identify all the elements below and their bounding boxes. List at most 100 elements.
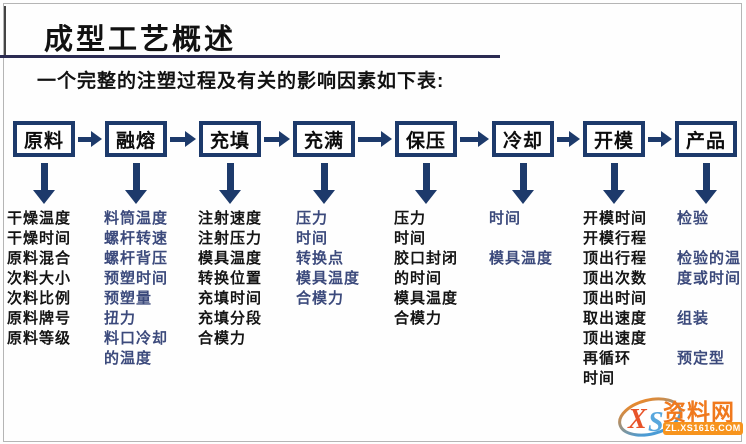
- factor-item: 胶口封闭: [394, 250, 459, 267]
- factor-item: 干燥温度: [7, 210, 72, 227]
- watermark-site-name: 资料网: [663, 399, 735, 425]
- factor-item: 料筒温度: [104, 210, 169, 227]
- factor-item: 检验: [677, 210, 710, 227]
- watermark-site-url: ZL.XS1616.COM: [663, 422, 743, 435]
- title-underline: [0, 55, 500, 58]
- factor-list: 时间模具温度: [489, 209, 553, 269]
- watermark: X S 资料网 ZL.XS1616.COM: [616, 388, 744, 442]
- factor-item: 的温度: [104, 350, 153, 367]
- factor-item: 次料大小: [7, 270, 72, 287]
- factor-item: 转换位置: [198, 270, 263, 287]
- factor-item: 取出速度: [583, 310, 648, 327]
- factor-item: 次料比例: [7, 290, 72, 307]
- page-title: 成型工艺概述: [44, 24, 237, 56]
- process-step-label: 充填: [209, 130, 250, 152]
- factor-item: 注射压力: [198, 230, 263, 247]
- factor-item: 原料混合: [7, 250, 72, 267]
- process-step-label: 融熔: [115, 130, 156, 152]
- factor-list: 压力时间转换点模具温度合模力: [296, 209, 360, 309]
- arrow-down-icon: [125, 163, 147, 204]
- factor-item: 原料牌号: [7, 310, 72, 327]
- factor-item: 预塑量: [104, 290, 153, 307]
- factor-list: 开模时间开模行程顶出行程顶出次数顶出时间取出速度顶出速度再循环时间: [583, 209, 647, 389]
- arrow-down-icon: [695, 163, 717, 204]
- factor-item: 转换点: [296, 250, 345, 267]
- arrow-right-icon: [264, 131, 290, 147]
- arrow-right-icon: [460, 131, 489, 147]
- process-step-label: 冷却: [502, 130, 543, 152]
- factor-item: 合模力: [394, 310, 443, 327]
- factor-item: 时间: [489, 210, 522, 227]
- factor-item: 模具温度: [198, 250, 263, 267]
- factor-item: 模具温度: [394, 290, 459, 307]
- factor-item: 开模行程: [583, 230, 648, 247]
- factor-item: 充填分段: [198, 310, 263, 327]
- title-accent-bar: [4, 6, 6, 56]
- factor-item: 的时间: [394, 270, 443, 287]
- factor-item: 检验的温: [677, 250, 742, 267]
- factor-list: 干燥温度干燥时间原料混合次料大小次料比例原料牌号原料等级: [7, 209, 71, 349]
- factor-item: 组装: [677, 310, 710, 327]
- arrow-down-icon: [603, 163, 625, 204]
- process-step-label: 原料: [23, 130, 64, 152]
- factor-list: 注射速度注射压力模具温度转换位置充填时间充填分段合模力: [198, 209, 262, 349]
- factor-item: 顶出速度: [583, 330, 648, 347]
- factor-item: 干燥时间: [7, 230, 72, 247]
- factor-item: 原料等级: [7, 330, 72, 347]
- factor-item: 预塑时间: [104, 270, 169, 287]
- factor-item: [677, 229, 741, 249]
- factor-item: [677, 329, 741, 349]
- watermark-logo-x: X: [627, 404, 648, 435]
- factor-item: 合模力: [198, 330, 247, 347]
- factor-item: [489, 229, 553, 249]
- factor-item: 顶出行程: [583, 250, 648, 267]
- factor-item: 再循环: [583, 350, 632, 367]
- process-step-label: 保压: [405, 130, 446, 152]
- factor-list: 压力时间胶口封闭的时间模具温度合模力: [394, 209, 458, 329]
- watermark-logo-s: S: [648, 407, 664, 438]
- process-step-box: 冷却: [492, 121, 554, 157]
- factor-item: 时间: [296, 230, 329, 247]
- factor-item: 压力: [296, 210, 329, 227]
- process-step-box: 产品: [675, 121, 737, 157]
- factor-item: 模具温度: [489, 250, 554, 267]
- arrow-right-icon: [170, 131, 196, 147]
- process-step-label: 充满: [303, 130, 344, 152]
- arrow-down-icon: [219, 163, 241, 204]
- factor-item: 顶出时间: [583, 290, 648, 307]
- subtitle: 一个完整的注塑过程及有关的影响因素如下表:: [37, 71, 445, 92]
- factor-item: 开模时间: [583, 210, 648, 227]
- factor-item: 压力: [394, 210, 427, 227]
- arrow-right-icon: [358, 131, 392, 147]
- factor-item: 注射速度: [198, 210, 263, 227]
- factor-list: 检验检验的温度或时间组装预定型: [677, 209, 741, 369]
- process-step-box: 原料: [13, 121, 75, 157]
- factor-item: 扭力: [104, 310, 137, 327]
- factor-item: 时间: [394, 230, 427, 247]
- process-step-box: 开模: [583, 121, 645, 157]
- process-step-label: 开模: [593, 130, 634, 152]
- factor-item: 充填时间: [198, 290, 263, 307]
- factor-item: 度或时间: [677, 270, 742, 287]
- process-step-box: 充填: [199, 121, 261, 157]
- arrow-down-icon: [512, 163, 534, 204]
- arrow-down-icon: [415, 163, 437, 204]
- factor-item: 预定型: [677, 350, 726, 367]
- arrow-right-icon: [557, 131, 580, 147]
- factor-item: 合模力: [296, 290, 345, 307]
- factor-item: [677, 289, 741, 309]
- factor-item: 时间: [583, 370, 616, 387]
- factor-item: 料口冷却: [104, 330, 169, 347]
- arrow-right-icon: [78, 131, 102, 147]
- arrow-right-icon: [648, 131, 672, 147]
- arrow-down-icon: [33, 163, 55, 204]
- arrow-down-icon: [313, 163, 335, 204]
- factor-item: 螺杆转速: [104, 230, 169, 247]
- factor-item: 顶出次数: [583, 270, 648, 287]
- process-step-label: 产品: [685, 130, 726, 152]
- process-step-box: 充满: [293, 121, 355, 157]
- factor-item: 螺杆背压: [104, 250, 169, 267]
- factor-list: 料筒温度螺杆转速螺杆背压预塑时间预塑量扭力料口冷却的温度: [104, 209, 168, 369]
